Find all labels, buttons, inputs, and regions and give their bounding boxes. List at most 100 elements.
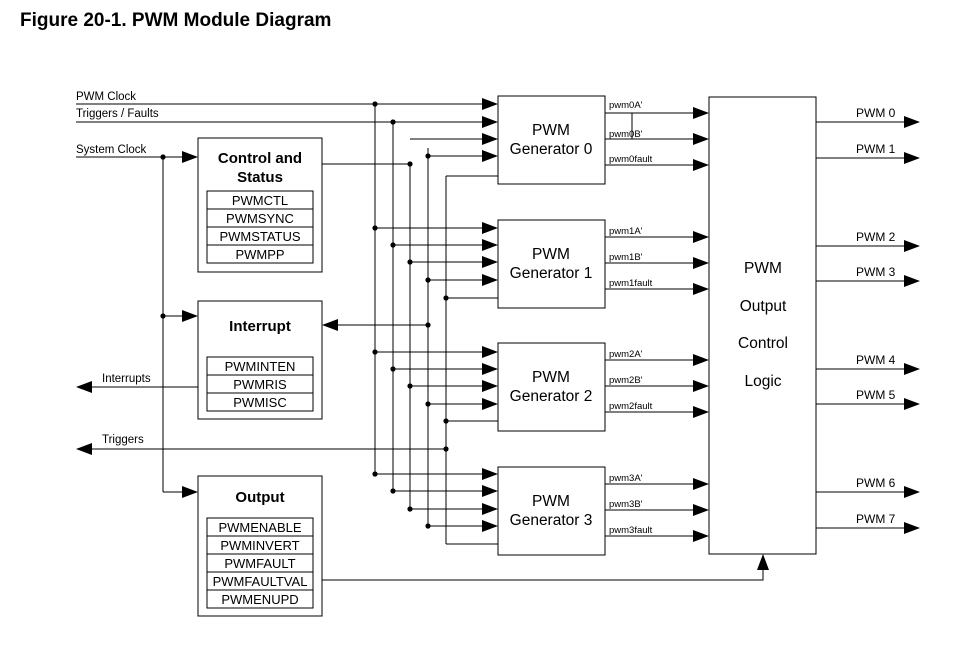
generator-input-arrow [482,380,498,392]
pwm-output-labels: PWM 0 PWM 1 PWM 2 PWM 3 PWM 4 PWM 5 PWM … [856,106,896,526]
pwm-output-5: PWM 5 [856,388,896,402]
pwm-output-arrow [904,116,920,128]
generator-input-arrow [482,346,498,358]
figure-title: Figure 20-1. PWM Module Diagram [20,10,332,31]
pwm-output-4: PWM 4 [856,353,896,367]
pwm-clock-label: PWM Clock [76,91,136,103]
pwm-output-3: PWM 3 [856,265,896,279]
generator-output-arrow [693,354,709,366]
generator-3-line1: PWM [532,493,570,510]
control-status-block: Control and Status PWMCTL PWMSYNC PWMSTA… [197,137,323,273]
generator-0-line2: Generator 0 [510,141,593,158]
junction-dot [443,418,449,424]
generator-3-line2: Generator 3 [510,512,593,529]
generator-output-arrow [693,257,709,269]
generator-output-arrow [693,530,709,542]
control-status-title-1: Control and [218,150,302,167]
generator-output-arrow [693,159,709,171]
generator-input-arrow [482,503,498,515]
register-pwminten: PWMINTEN [225,359,296,374]
register-pwmris: PWMRIS [233,377,287,392]
generator-output-arrow [693,504,709,516]
connection-wires [76,103,904,581]
interrupt-clock-arrow [182,310,198,322]
triggers-faults-label: Triggers / Faults [76,108,159,120]
junction-dot [425,277,431,283]
generator-input-arrow [482,256,498,268]
junction-dot [407,259,413,265]
generator-output-arrow [693,283,709,295]
register-pwmfault: PWMFAULT [224,556,295,571]
junction-dot [443,446,449,452]
signal-pwm2fault: pwm2fault [609,401,653,412]
junction-dot [390,242,396,248]
interrupt-block: Interrupt PWMINTEN PWMRIS PWMISC [197,300,323,420]
output-to-logic-wire [322,570,764,581]
signal-pwm2a: pwm2A' [609,349,643,360]
junction-dot [372,349,378,355]
generator-signal-labels: pwm0A' pwm0B' pwm0fault pwm1A' pwm1B' pw… [609,100,653,536]
signal-pwm3a: pwm3A' [609,473,643,484]
junction-dot [407,383,413,389]
pwm-generator-0: PWM Generator 0 [497,95,606,185]
junction-dot [407,506,413,512]
interrupt-title: Interrupt [229,318,291,335]
junction-dot [160,313,166,319]
generator-0-line1: PWM [532,122,570,139]
pwm-output-0: PWM 0 [856,106,896,120]
pwm-generator-3: PWM Generator 3 [497,466,606,556]
generator-input-arrow [482,520,498,532]
junction-dot [372,471,378,477]
pwm-output-control-logic: PWM Output Control Logic [708,96,817,555]
logic-line-3: Control [738,335,788,352]
generator-input-arrow [482,239,498,251]
interrupts-out-arrow [76,381,92,393]
pwm-generator-1: PWM Generator 1 [497,219,606,309]
register-pwmfaultval: PWMFAULTVAL [213,574,308,589]
generator-input-arrow [482,116,498,128]
generator-input-arrow [482,150,498,162]
pwm-output-arrow [904,152,920,164]
register-pwminvert: PWMINVERT [220,538,299,553]
generator-output-arrow [693,380,709,392]
control-status-title-2: Status [237,169,283,186]
signal-pwm2b: pwm2B' [609,375,643,386]
signal-pwm1fault: pwm1fault [609,278,653,289]
triggers-out-arrow [76,443,92,455]
generator-input-arrow [482,222,498,234]
logic-line-4: Logic [744,373,781,390]
signal-pwm0b: pwm0B' [609,129,643,140]
junction-dot [390,119,396,125]
junction-dot [407,161,413,167]
triggers-out-label: Triggers [102,434,144,446]
logic-line-1: PWM [744,260,782,277]
signal-pwm0a: pwm0A' [609,100,643,111]
pwm-output-arrow [904,486,920,498]
signal-pwm0fault: pwm0fault [609,154,653,165]
junction-dot [390,488,396,494]
register-pwmisc: PWMISC [233,395,286,410]
pwm-output-1: PWM 1 [856,142,896,156]
generator-output-arrow [693,406,709,418]
junction-dot [372,101,378,107]
pwm-generator-2: PWM Generator 2 [497,342,606,432]
system-clock-label: System Clock [76,144,147,156]
junction-dot [390,366,396,372]
generator-input-arrow [482,133,498,145]
register-pwmctl: PWMCTL [232,193,288,208]
junction-dot [372,225,378,231]
register-pwmenupd: PWMENUPD [221,592,298,607]
pwm-output-arrow [904,522,920,534]
junction-dot [425,153,431,159]
pwm-output-6: PWM 6 [856,476,896,490]
output-clock-arrow [182,486,198,498]
pwm-output-arrow [904,363,920,375]
generator-2-line1: PWM [532,369,570,386]
junction-dot [425,322,431,328]
signal-pwm1b: pwm1B' [609,252,643,263]
generator-output-arrow [693,231,709,243]
junction-dot [425,523,431,529]
generator-input-arrow [482,398,498,410]
interrupt-in-arrow [322,319,338,331]
